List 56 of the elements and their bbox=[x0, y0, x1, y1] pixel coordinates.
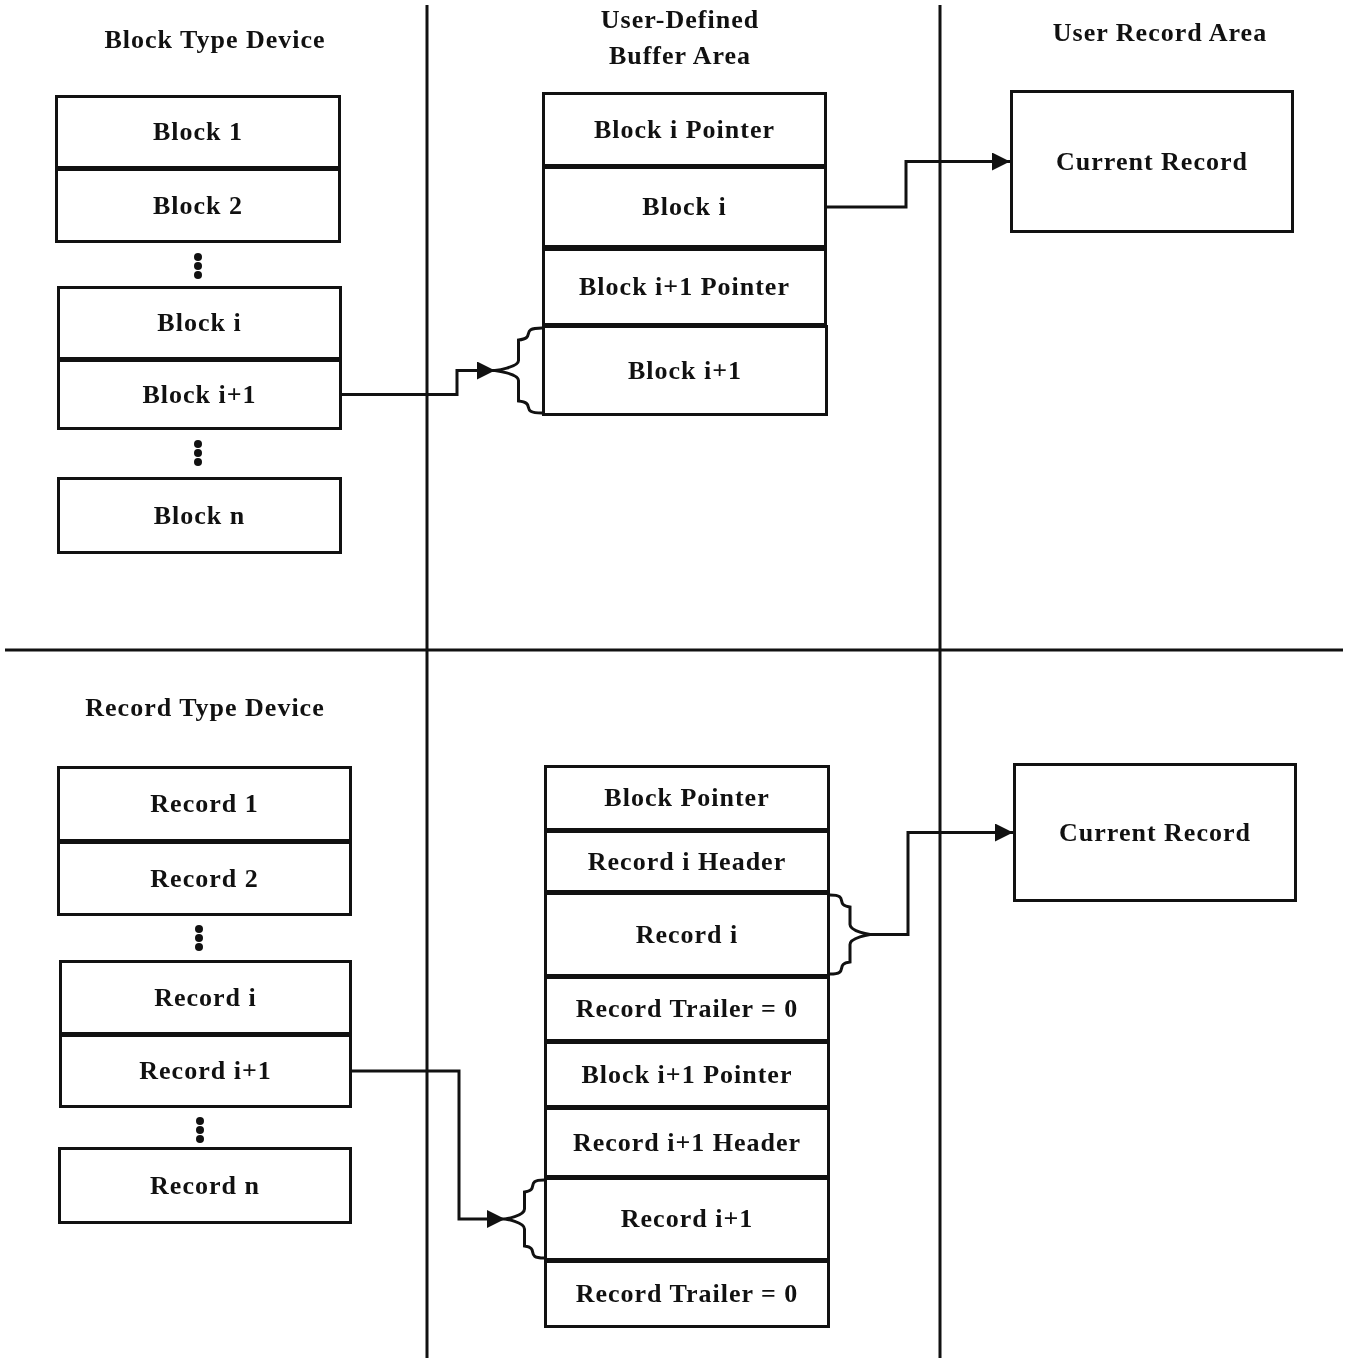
memory-box bbox=[57, 359, 342, 430]
memory-box bbox=[544, 1260, 830, 1328]
box-label: Record Trailer = 0 bbox=[575, 994, 799, 1024]
memory-box bbox=[544, 1177, 830, 1261]
column-heading: User Record Area bbox=[1051, 17, 1269, 49]
memory-box bbox=[58, 1147, 352, 1224]
memory-box bbox=[544, 1107, 830, 1178]
box-label: Record i+1 Header bbox=[572, 1127, 802, 1158]
box-label: Record 2 bbox=[150, 863, 259, 894]
memory-box bbox=[544, 976, 830, 1042]
box-label: Current Record bbox=[1056, 146, 1248, 177]
box-label: Record i+1 bbox=[139, 1056, 272, 1086]
memory-box bbox=[57, 766, 352, 842]
box-label: Block i+1 bbox=[142, 379, 257, 410]
memory-box bbox=[544, 765, 830, 831]
box-label: Current Record bbox=[1059, 817, 1251, 848]
memory-box bbox=[544, 1041, 830, 1108]
box-label: Record i bbox=[154, 982, 257, 1013]
box-label: Block i+1 Pointer bbox=[579, 272, 790, 302]
column-heading: Record Type Device bbox=[84, 692, 326, 724]
memory-box bbox=[55, 168, 341, 243]
box-label: Record 1 bbox=[150, 789, 259, 819]
box-label: Block 1 bbox=[152, 117, 244, 147]
memory-box bbox=[59, 960, 352, 1035]
box-label: Block i bbox=[642, 192, 727, 222]
box-label: Record i bbox=[635, 919, 739, 950]
memory-box bbox=[544, 892, 830, 977]
memory-box bbox=[542, 248, 827, 326]
box-label: Block i Pointer bbox=[593, 114, 776, 145]
memory-box bbox=[542, 166, 827, 248]
column-heading: User-Defined Buffer Area bbox=[599, 4, 761, 72]
memory-box bbox=[544, 830, 830, 893]
box-label: Block 2 bbox=[152, 190, 244, 221]
memory-box bbox=[542, 325, 828, 416]
box-label: Block i bbox=[157, 308, 242, 338]
column-heading: Block Type Device bbox=[103, 24, 327, 56]
memory-box bbox=[57, 477, 342, 554]
box-label: Block i+1 bbox=[627, 355, 743, 386]
box-label: Block n bbox=[153, 500, 246, 531]
box-label: Block i+1 Pointer bbox=[581, 1059, 793, 1090]
arrow bbox=[352, 1069, 505, 1228]
box-label: Record n bbox=[150, 1170, 260, 1201]
arrow bbox=[342, 361, 495, 396]
memory-box bbox=[1013, 763, 1297, 902]
box-label: Block Pointer bbox=[604, 783, 770, 813]
memory-box bbox=[57, 286, 342, 360]
memory-box bbox=[1010, 90, 1294, 233]
box-label: Record Trailer = 0 bbox=[575, 1279, 799, 1309]
memory-box bbox=[542, 92, 827, 167]
arrow bbox=[827, 152, 1010, 209]
arrow bbox=[870, 823, 1013, 936]
memory-box bbox=[57, 841, 352, 916]
memory-box bbox=[55, 95, 341, 169]
memory-box bbox=[59, 1034, 352, 1108]
box-label: Record i+1 bbox=[620, 1204, 754, 1234]
box-label: Record i Header bbox=[587, 846, 787, 877]
